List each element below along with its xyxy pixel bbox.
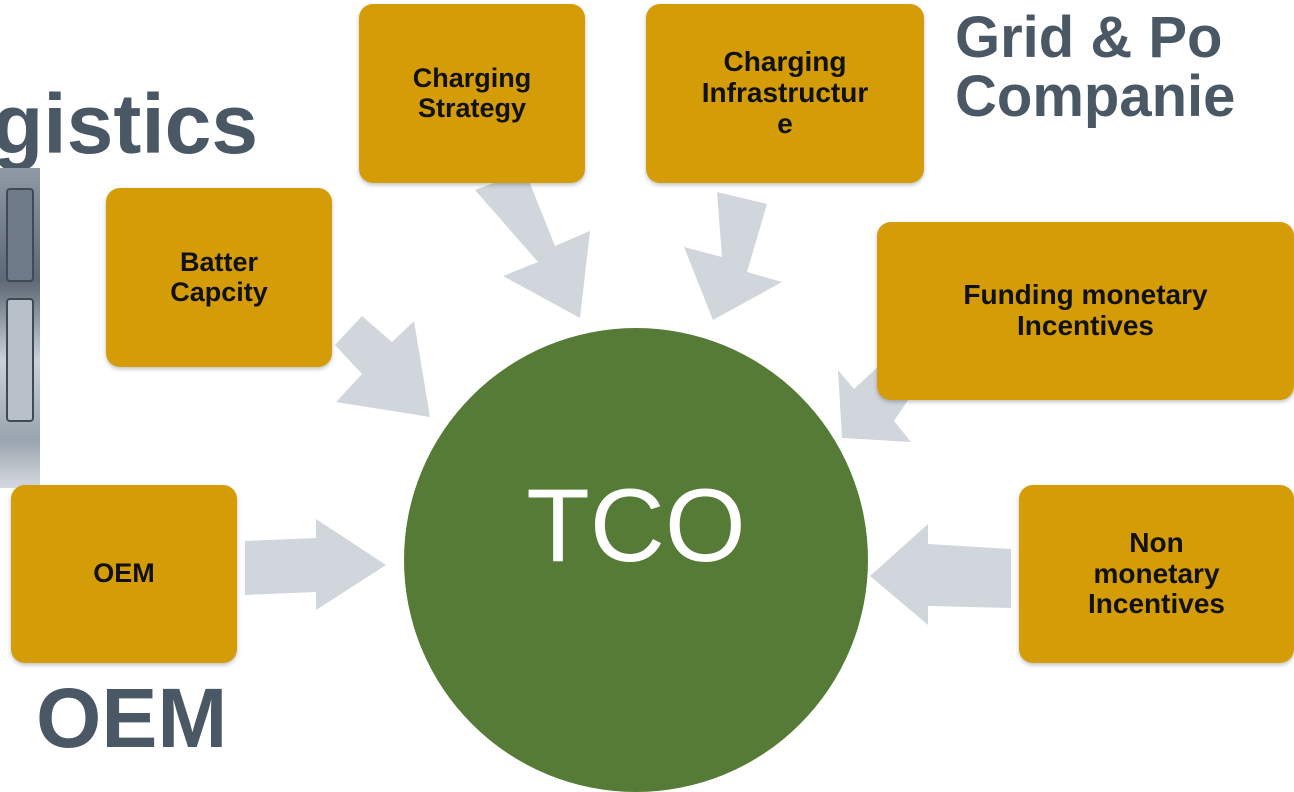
box-line: OEM	[93, 558, 155, 589]
battery-capacity-box: Batter Capcity	[106, 188, 332, 367]
box-line: Charging	[412, 62, 532, 93]
box-line: monetary	[1093, 557, 1220, 589]
box-line: Incentives	[1088, 588, 1225, 620]
non-monetary-incentives-box: Non monetary Incentives	[1019, 485, 1294, 663]
truck-window	[6, 298, 34, 422]
arrow-from-oem	[245, 519, 386, 610]
charging-strategy-box: Charging Strategy	[359, 4, 585, 183]
truck-window	[6, 188, 34, 282]
arrow-from-battery-capacity	[335, 316, 430, 417]
box-line: e	[777, 107, 793, 139]
grid-heading-line2: Companie	[955, 64, 1236, 130]
charging-infrastructure-box: Charging Infrastructur e	[646, 4, 924, 183]
arrows-layer	[245, 171, 1011, 625]
arrow-from-charging-strategy	[475, 171, 590, 318]
arrow-from-charging-infrastructure	[684, 192, 782, 320]
grid-power-companies-heading: Grid & Po Companie	[955, 8, 1235, 126]
funding-monetary-incentives-box: Funding monetary Incentives	[877, 222, 1294, 400]
oem-box: OEM	[11, 485, 237, 663]
oem-heading: OEM	[36, 671, 228, 765]
box-line: Non	[1129, 526, 1184, 558]
box-line: Charging	[723, 46, 847, 78]
box-line: Capcity	[170, 276, 268, 307]
logistics-heading: gistics	[0, 77, 259, 171]
box-line: Incentives	[1017, 310, 1154, 341]
tco-label: TCO	[526, 468, 746, 584]
box-line: Funding monetary	[963, 279, 1208, 311]
arrow-from-non-monetary	[870, 524, 1011, 625]
tco-circle: TCO	[404, 328, 868, 792]
box-line: Strategy	[417, 92, 527, 123]
box-line: Batter	[179, 246, 258, 277]
truck-photo	[0, 168, 40, 488]
box-line: Infrastructur	[701, 77, 869, 109]
grid-heading-line1: Grid & Po	[955, 5, 1223, 70]
